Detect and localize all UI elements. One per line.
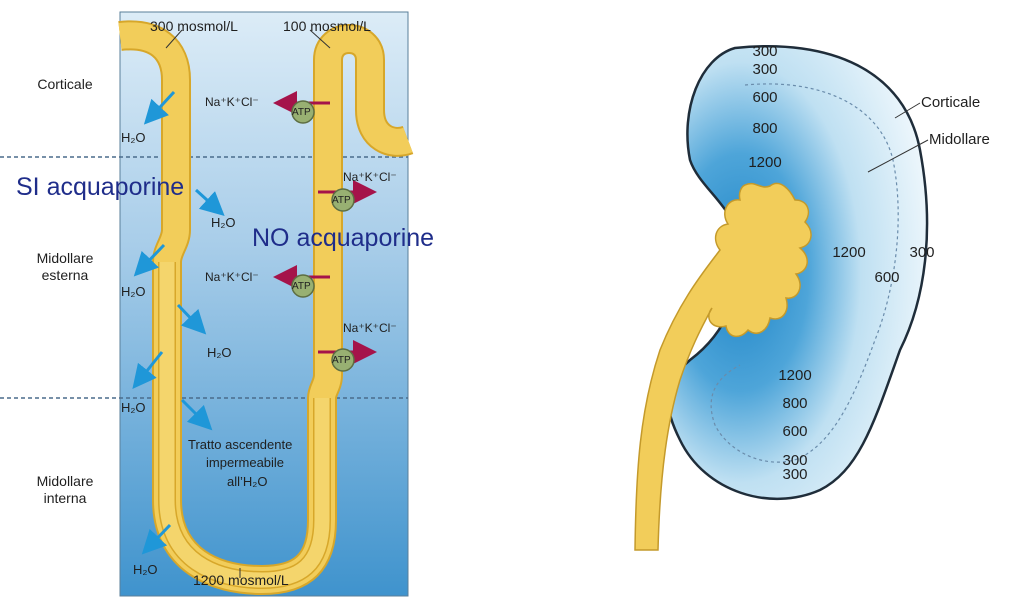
kidney-value-top-5: 1200 [748,154,782,171]
kidney-value-bottom-3: 600 [782,423,808,440]
atp-label-3: ATP [292,281,311,292]
ascending-note-1: Tratto ascendente [188,437,293,452]
renal-pelvis [634,182,812,551]
kidney-value-bottom-5: 300 [782,466,808,483]
zone-label-outer-medulla-2: esterna [41,267,89,283]
water-label-5: H₂O [121,400,146,415]
kidney-value-bottom-4: 300 [782,452,808,469]
atp-pump-1 [291,100,315,124]
atp-pump-2 [331,188,355,212]
kidney-value-mid-1: 1200 [832,244,866,261]
zone-label-cortex: Corticale [37,76,93,92]
kidney-value-top-2: 300 [752,61,778,78]
overlay-no-acquaporine: NO acquaporine [252,224,435,252]
kidney-value-top-3: 600 [752,89,778,106]
kidney-label-medulla: Midollare [929,131,990,148]
osm-label-bottom: 1200 mosmol/L [193,572,289,588]
overlay-si-acquaporine: SI acquaporine [16,173,185,201]
ion-label-2: Na⁺K⁺Cl⁻ [343,170,397,184]
atp-pump-3 [291,274,315,298]
osm-label-top-left: 300 mosmol/L [150,18,238,34]
atp-pumps [291,100,355,372]
kidney-value-bottom-2: 800 [782,395,808,412]
water-label-4: H₂O [207,345,232,360]
kidney-value-top-4: 800 [752,120,778,137]
kidney-label-cortex: Corticale [921,94,981,111]
zone-label-inner-medulla-1: Midollare [36,473,94,489]
kidney-value-bottom-1: 1200 [778,367,812,384]
water-label-6: H₂O [133,562,158,577]
water-label-3: H₂O [121,284,146,299]
water-arrows [132,90,225,555]
kidney-value-mid-2: 300 [909,244,935,261]
water-label-2: H₂O [211,215,236,230]
atp-label-4: ATP [332,355,351,366]
ascending-note-2: impermeabile [206,455,285,470]
atp-label-2: ATP [332,195,351,206]
zone-label-outer-medulla-1: Midollare [36,250,94,266]
zone-label-inner-medulla-2: interna [43,490,87,506]
cortex-boundary [710,83,899,463]
kidney-value-mid-3: 600 [874,269,900,286]
kidney-value-top-1: 300 [752,43,778,60]
water-label-1: H₂O [121,130,146,145]
ascending-note-3: all’H₂O [227,474,268,489]
ion-label-4: Na⁺K⁺Cl⁻ [343,321,397,335]
osm-label-top-right: 100 mosmol/L [283,18,371,34]
atp-label-1: ATP [292,107,311,118]
atp-pump-4 [331,348,355,372]
ion-label-3: Na⁺K⁺Cl⁻ [205,270,259,284]
ion-label-1: Na⁺K⁺Cl⁻ [205,95,259,109]
